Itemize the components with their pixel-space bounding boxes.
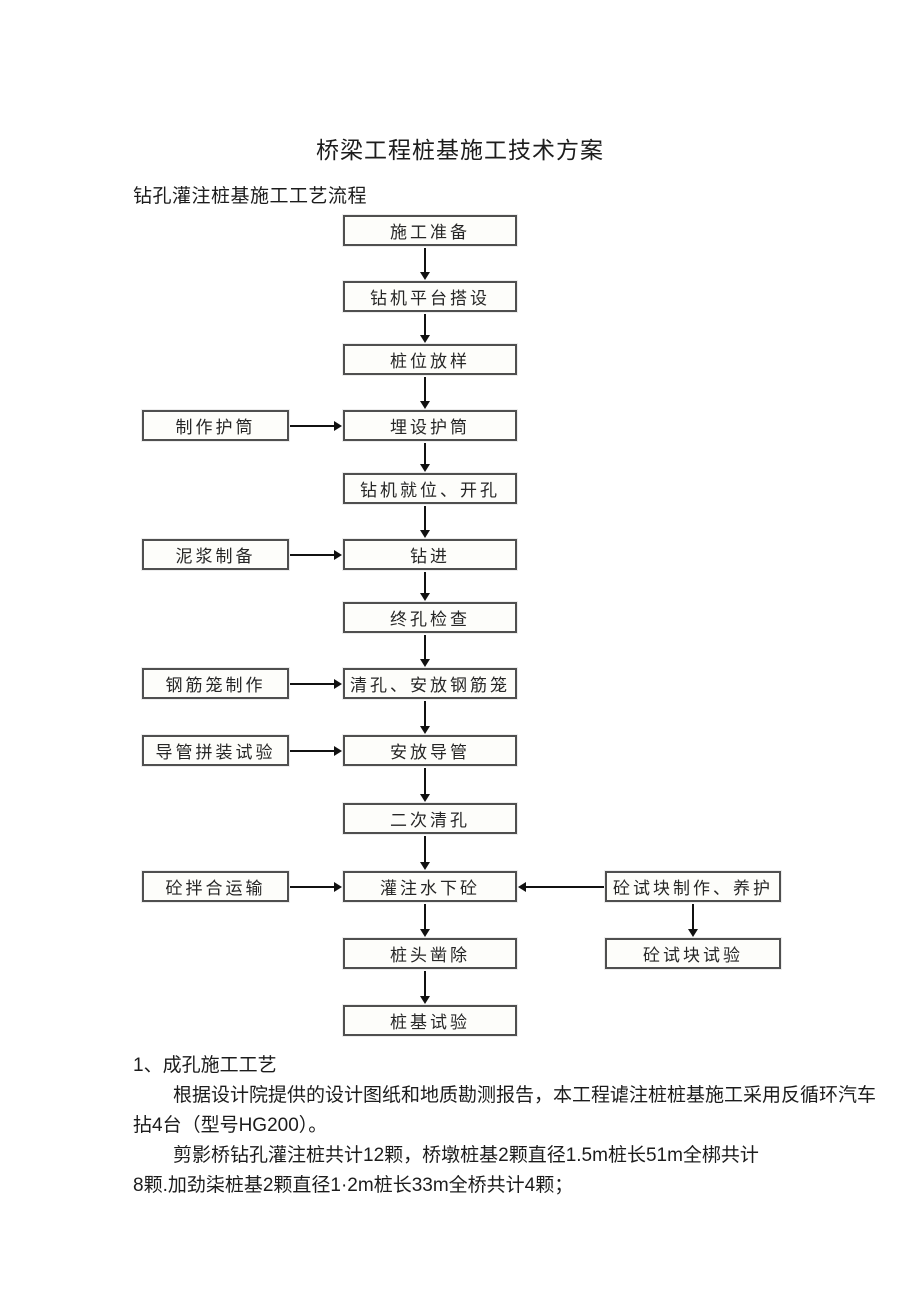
flow-input-3: 钢筋笼制作 xyxy=(142,668,289,699)
section-heading: 1、成孔施工工艺 xyxy=(133,1055,277,1076)
flow-arrow-down xyxy=(424,635,426,660)
arrowhead-down-icon xyxy=(420,464,430,472)
flow-input-5: 砼拌合运输 xyxy=(142,871,289,902)
flow-arrow-down xyxy=(424,314,426,336)
flow-step-12: 桩头凿除 xyxy=(343,938,517,969)
process-flow-label: 钻孔灌注桩基施工工艺流程 xyxy=(133,186,368,207)
flow-input-1: 制作护筒 xyxy=(142,410,289,441)
flow-arrow-down xyxy=(424,836,426,863)
arrowhead-right-icon xyxy=(334,882,342,892)
paragraph-line-1: 根据设计院提供的设计图纸和地质勘测报告，本工程谑注桩桩基施工采用反循环汽车 xyxy=(173,1085,877,1106)
arrowhead-left-icon xyxy=(518,882,526,892)
flow-arrow-down xyxy=(424,904,426,930)
flow-arrow-down xyxy=(424,572,426,594)
flow-arrow-down-right-branch xyxy=(692,904,694,930)
flow-arrow-down xyxy=(424,506,426,531)
flow-step-4: 埋设护筒 xyxy=(343,410,517,441)
arrowhead-down-icon xyxy=(420,996,430,1004)
arrowhead-down-icon xyxy=(420,659,430,667)
paragraph-line-3: 剪影桥钻孔灌注桩共计12颗，桥墩桩基2颗直径1.5m桩长51m全梆共计 xyxy=(173,1145,759,1166)
paragraph-line-4: 8颗.加劲柒桩基2颗直径1·2m桩长33m全桥共计4颗； xyxy=(133,1175,574,1196)
flow-arrow-down xyxy=(424,971,426,997)
flow-step-10: 二次清孔 xyxy=(343,803,517,834)
arrowhead-down-icon xyxy=(420,530,430,538)
arrowhead-right-icon xyxy=(334,746,342,756)
flow-step-9: 安放导管 xyxy=(343,735,517,766)
arrowhead-down-icon xyxy=(420,929,430,937)
flow-arrow-right xyxy=(290,425,335,427)
arrowhead-down-icon xyxy=(688,929,698,937)
arrowhead-down-icon xyxy=(420,862,430,870)
flow-step-3: 桩位放样 xyxy=(343,344,517,375)
flow-right-box-2: 砼试块试验 xyxy=(605,938,781,969)
arrowhead-down-icon xyxy=(420,794,430,802)
flow-arrow-right xyxy=(290,750,335,752)
flow-arrow-left xyxy=(525,886,604,888)
arrowhead-down-icon xyxy=(420,401,430,409)
arrowhead-right-icon xyxy=(334,421,342,431)
flow-arrow-right xyxy=(290,886,335,888)
paragraph-line-2: 拈4台（型号HG200）。 xyxy=(133,1115,328,1136)
flow-step-5: 钻机就位、开孔 xyxy=(343,473,517,504)
flow-arrow-down xyxy=(424,701,426,727)
flow-step-2: 钻机平台搭设 xyxy=(343,281,517,312)
arrowhead-down-icon xyxy=(420,593,430,601)
flow-step-7: 终孔检查 xyxy=(343,602,517,633)
flow-arrow-down xyxy=(424,768,426,795)
flow-step-13: 桩基试验 xyxy=(343,1005,517,1036)
arrowhead-down-icon xyxy=(420,272,430,280)
flow-step-8: 清孔、安放钢筋笼 xyxy=(343,668,517,699)
arrowhead-right-icon xyxy=(334,679,342,689)
document-title: 桥梁工程桩基施工技术方案 xyxy=(316,137,604,163)
flow-arrow-right xyxy=(290,683,335,685)
flow-input-4: 导管拼装试验 xyxy=(142,735,289,766)
arrowhead-down-icon xyxy=(420,335,430,343)
flow-step-1: 施工准备 xyxy=(343,215,517,246)
flow-right-box-1: 砼试块制作、养护 xyxy=(605,871,781,902)
flow-step-6: 钻进 xyxy=(343,539,517,570)
flow-arrow-down xyxy=(424,377,426,402)
flow-step-11: 灌注水下砼 xyxy=(343,871,517,902)
arrowhead-right-icon xyxy=(334,550,342,560)
flow-arrow-down xyxy=(424,248,426,273)
flow-arrow-right xyxy=(290,554,335,556)
arrowhead-down-icon xyxy=(420,726,430,734)
body-text-block: 1、成孔施工工艺 根据设计院提供的设计图纸和地质勘测报告，本工程谑注桩桩基施工采… xyxy=(133,1051,877,1201)
flow-input-2: 泥浆制备 xyxy=(142,539,289,570)
flow-arrow-down xyxy=(424,443,426,465)
